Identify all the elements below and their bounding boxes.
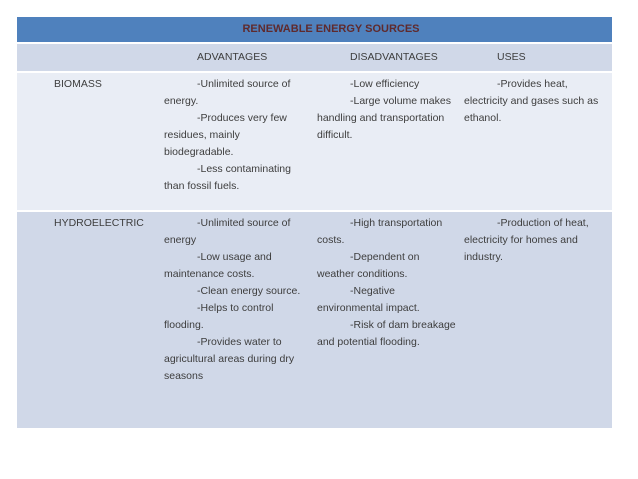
bullet-line: -Low usage and maintenance costs. — [164, 251, 272, 280]
biomass-advantages-cell: -Unlimited source of energy. -Produces ve… — [160, 72, 313, 212]
row-label-hydroelectric: HYDROELECTRIC — [17, 211, 160, 428]
hydroelectric-disadvantages-cell: -High transportation costs. -Dependent on… — [313, 211, 460, 428]
bullet-line: -Produces very few residues, mainly biod… — [164, 112, 287, 158]
bullet-line: -Negative environmental impact. — [317, 285, 420, 314]
bullet-line: -Clean energy source. — [197, 285, 301, 297]
column-header-advantages: ADVANTAGES — [160, 43, 313, 73]
bullet-line: -Production of heat, electricity for hom… — [464, 217, 589, 263]
row-label-biomass: BIOMASS — [17, 72, 160, 212]
bullet-line: -High transportation costs. — [317, 217, 443, 246]
column-header-uses: USES — [460, 43, 612, 73]
bullet-line: -Unlimited source of energy — [164, 217, 291, 246]
bullet-line: -Low efficiency — [350, 78, 420, 90]
bullet-line: -Dependent on weather conditions. — [317, 251, 420, 280]
bullet-line: -Risk of dam breakage and potential floo… — [317, 319, 456, 348]
table-title: RENEWABLE ENERGY SOURCES — [17, 17, 612, 44]
hydroelectric-uses-cell: -Production of heat, electricity for hom… — [460, 211, 612, 428]
column-header-blank — [17, 43, 160, 73]
bullet-line: -Less contaminating than fossil fuels. — [164, 163, 291, 192]
bullet-line: -Helps to control flooding. — [164, 302, 274, 331]
bullet-line: -Provides water to agricultural areas du… — [164, 336, 295, 382]
bullet-line: -Large volume makes handling and transpo… — [317, 95, 451, 141]
hydroelectric-advantages-cell: -Unlimited source of energy -Low usage an… — [160, 211, 313, 428]
bullet-line: -Provides heat, electricity and gases su… — [464, 78, 599, 124]
biomass-disadvantages-cell: -Low efficiency -Large volume makes handl… — [313, 72, 460, 212]
column-header-disadvantages: DISADVANTAGES — [313, 43, 460, 73]
table-title-row: RENEWABLE ENERGY SOURCES — [17, 17, 612, 44]
biomass-uses-cell: -Provides heat, electricity and gases su… — [460, 72, 612, 212]
column-header-row: ADVANTAGES DISADVANTAGES USES — [17, 43, 612, 73]
table-row-biomass: BIOMASS -Unlimited source of energy. -Pro… — [17, 72, 612, 212]
renewable-energy-table: RENEWABLE ENERGY SOURCES ADVANTAGES DISA… — [17, 17, 612, 428]
bullet-line: -Unlimited source of energy. — [164, 78, 291, 107]
table-row-hydroelectric: HYDROELECTRIC -Unlimited source of energ… — [17, 211, 612, 428]
